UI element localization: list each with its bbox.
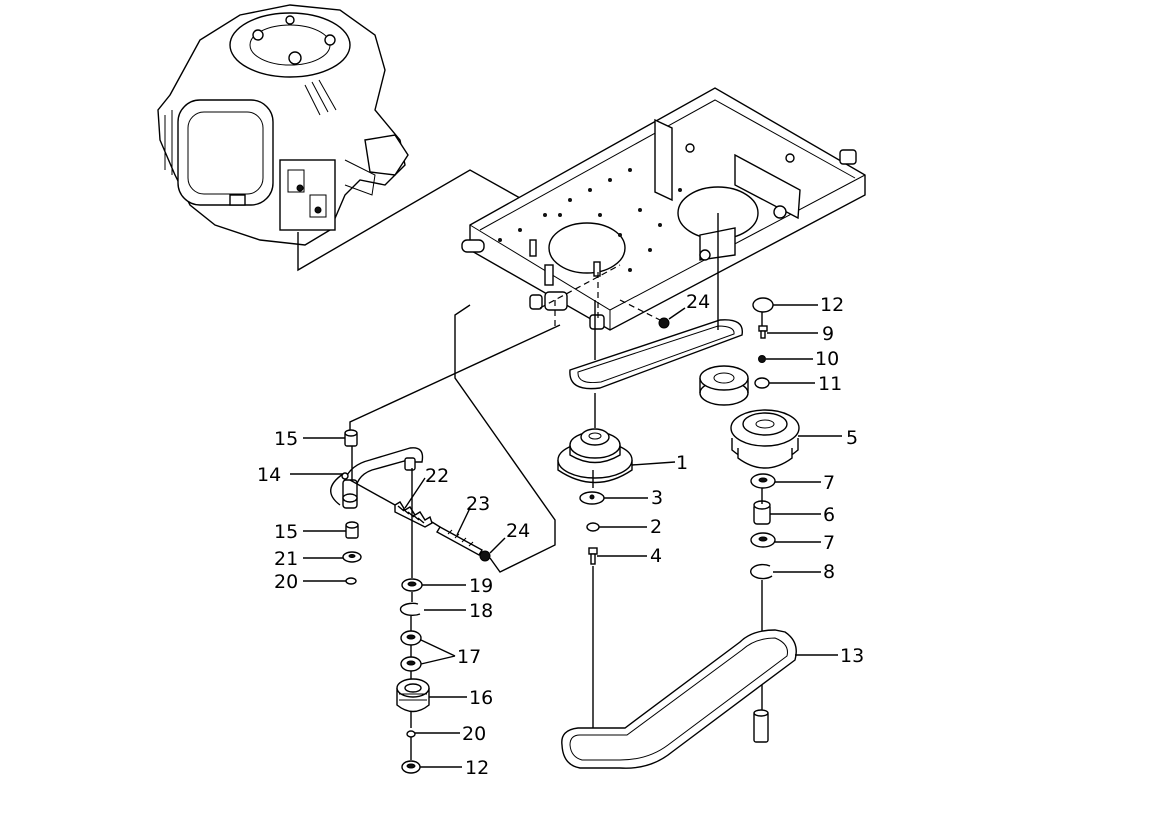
callout-24-top: 24 [686, 291, 710, 313]
spring-22 [349, 479, 441, 528]
callout-14: 14 [257, 464, 281, 486]
callout-10: 10 [815, 348, 839, 370]
washer-19 [401, 578, 423, 592]
callout-2: 2 [650, 516, 662, 538]
callout-13: 13 [840, 645, 864, 667]
snap-ring-18 [399, 602, 421, 617]
callout-23: 23 [466, 493, 490, 515]
callout-20-bottom: 20 [462, 723, 486, 745]
engine-illustration [157, 4, 409, 246]
nut-24-top [658, 317, 670, 329]
bearing-7-upper [750, 473, 776, 489]
callout-15-bottom: 15 [274, 521, 298, 543]
cap-12-top [752, 297, 774, 313]
callout-7b: 7 [823, 532, 835, 554]
washer-10 [758, 355, 766, 363]
callout-8: 8 [823, 561, 835, 583]
chassis-frame [461, 87, 866, 331]
bushing-15-bottom [345, 521, 359, 539]
callout-16: 16 [469, 687, 493, 709]
washer-20-top [345, 577, 357, 585]
idler-pulley-16 [396, 678, 430, 713]
callout-12-bottom: 12 [465, 757, 489, 779]
callout-17: 17 [457, 646, 481, 668]
bolt-9 [758, 325, 768, 339]
callout-3: 3 [651, 487, 663, 509]
callout-1: 1 [676, 452, 688, 474]
deck-pulley-5 [730, 409, 800, 469]
adjusting-rod-23 [436, 526, 483, 556]
engine-pulley-1 [557, 428, 633, 484]
bearing-7-lower [750, 532, 776, 548]
callout-24-bottom: 24 [506, 520, 530, 542]
upper-belt [569, 319, 744, 390]
snap-ring-8 [750, 563, 773, 580]
callout-22: 22 [425, 465, 449, 487]
lockwasher-2 [586, 522, 600, 532]
callout-4: 4 [650, 545, 662, 567]
idler-pulley-upper [699, 365, 749, 406]
spindle-shaft [753, 709, 769, 743]
callout-18: 18 [469, 600, 493, 622]
washer-21 [342, 551, 362, 563]
cap-12-bottom [401, 760, 421, 774]
callout-20-top: 20 [274, 571, 298, 593]
nut-24-bottom [479, 550, 491, 562]
deck-belt-13 [561, 629, 797, 769]
idler-arm-14 [341, 447, 424, 509]
washer-11 [754, 377, 770, 389]
callout-5: 5 [846, 427, 858, 449]
washer-20-bottom [406, 730, 416, 738]
bolt-4 [588, 547, 598, 565]
callout-9: 9 [822, 323, 834, 345]
bearings-17 [400, 630, 422, 672]
callout-6: 6 [823, 504, 835, 526]
bushing-15-top [344, 429, 358, 447]
callout-19: 19 [469, 575, 493, 597]
callout-12-top: 12 [820, 294, 844, 316]
callout-21: 21 [274, 548, 298, 570]
callout-7a: 7 [823, 472, 835, 494]
callout-15-top: 15 [274, 428, 298, 450]
spacer-6 [753, 500, 771, 525]
callout-11: 11 [818, 373, 842, 395]
